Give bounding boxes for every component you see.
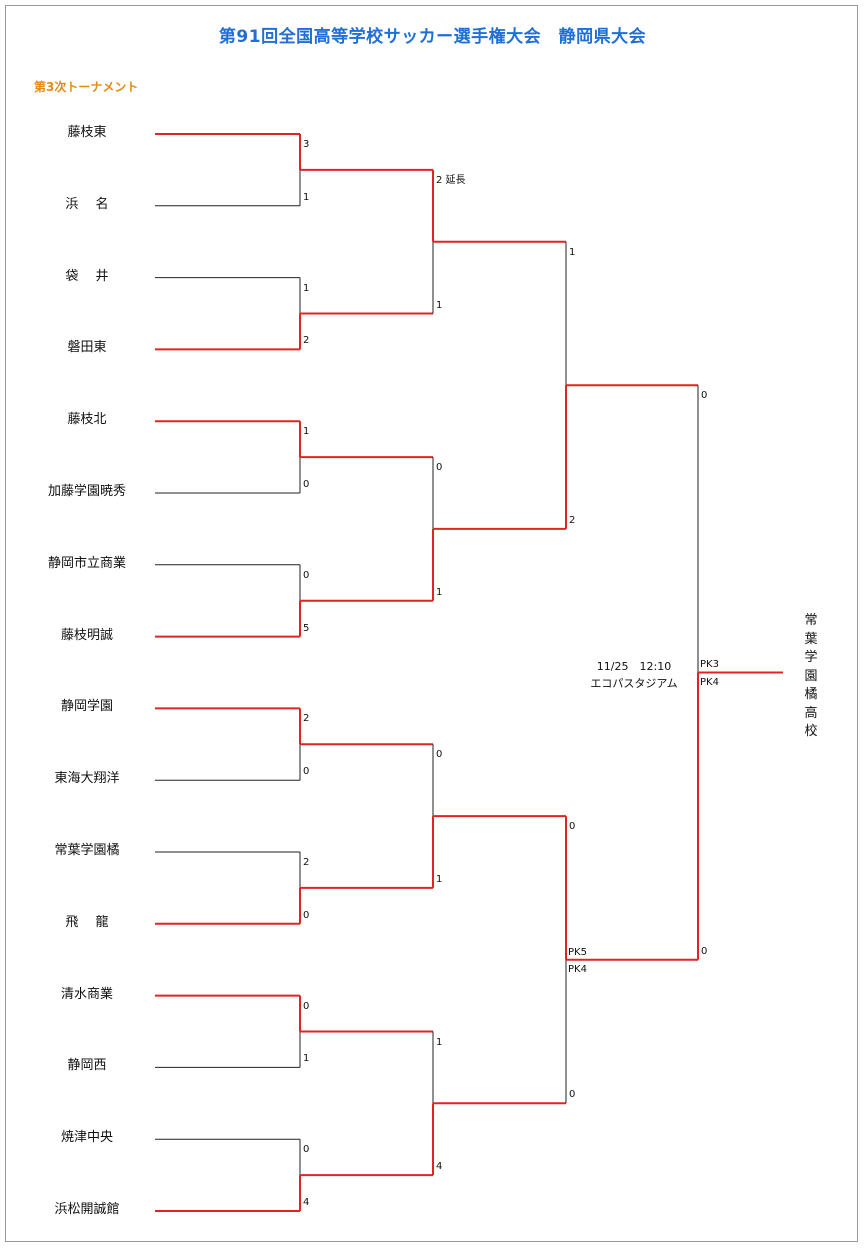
final-score: 0 <box>701 945 708 957</box>
round1-score: 0 <box>303 479 310 490</box>
champion-char: 校 <box>804 724 818 739</box>
team-name: 静岡西 <box>67 1058 107 1074</box>
round1-score: 2 <box>303 335 310 347</box>
round1-score: 2 <box>303 857 310 868</box>
champion-char: 葉 <box>804 631 818 647</box>
final-match-info: 11/25 12:10 エコパスタジアム <box>572 658 696 692</box>
team-name: 常葉学園橘 <box>54 843 120 858</box>
final-pk: PK3 <box>700 658 719 670</box>
team-name: 焼津中央 <box>60 1130 113 1146</box>
round2-score: 1 <box>436 586 443 598</box>
round2-score: 1 <box>436 299 443 311</box>
page-title: 第91回全国高等学校サッカー選手権大会 静岡県大会 <box>218 27 647 47</box>
team-name: 袋 井 <box>65 268 109 284</box>
round1-score: 0 <box>303 909 310 921</box>
champion-char: 常 <box>804 613 818 628</box>
round1-score: 2 <box>303 713 310 725</box>
round1-score: 0 <box>303 1000 310 1012</box>
team-name: 飛 龍 <box>65 914 109 930</box>
team-name: 藤枝明誠 <box>60 627 113 643</box>
round2-score: 2 延長 <box>436 174 466 186</box>
round1-score: 4 <box>303 1197 310 1208</box>
team-name: 静岡学園 <box>60 699 113 715</box>
champion-char: 園 <box>804 668 818 684</box>
team-name: 東海大翔洋 <box>54 771 120 787</box>
final-date-time: 11/25 12:10 <box>596 660 672 673</box>
team-name: 浜 名 <box>65 196 109 212</box>
round1-score: 1 <box>303 426 310 438</box>
semifinal-score: 0 <box>569 1089 576 1101</box>
round1-score: 0 <box>303 1144 310 1156</box>
round2-score: 0 <box>436 749 443 761</box>
champion-char: 高 <box>804 705 818 721</box>
round1-score: 0 <box>303 569 310 581</box>
team-name: 清水商業 <box>60 986 113 1002</box>
champion-name: 常葉学園橘高校 <box>800 612 822 742</box>
round1-score: 5 <box>303 622 310 634</box>
round1-score: 3 <box>303 139 310 150</box>
team-name: 加藤学園暁秀 <box>47 484 126 499</box>
page-frame <box>5 5 858 1242</box>
champion-char: 橘 <box>804 687 818 702</box>
team-name: 藤枝北 <box>67 412 107 428</box>
final-pk: PK4 <box>700 676 719 688</box>
round2-score: 1 <box>436 1036 443 1048</box>
semifinal-score: 2 <box>569 514 576 526</box>
round1-score: 1 <box>303 1053 310 1065</box>
final-venue: エコパスタジアム <box>590 677 678 690</box>
champion-char: 学 <box>804 650 818 665</box>
round1-score: 1 <box>303 191 310 203</box>
round2-score: 1 <box>436 873 443 885</box>
semifinal-score: 0 <box>569 821 576 833</box>
team-name: 浜松開誠館 <box>54 1202 120 1217</box>
round1-score: 1 <box>303 282 310 294</box>
semifinal-pk: PK5 <box>568 946 587 958</box>
final-score: 0 <box>701 390 708 402</box>
round2-score: 4 <box>436 1161 443 1173</box>
semifinal-pk: PK4 <box>568 963 587 975</box>
round1-score: 0 <box>303 766 310 778</box>
team-name: 静岡市立商業 <box>47 555 126 571</box>
round2-score: 0 <box>436 462 443 474</box>
semifinal-score: 1 <box>569 246 576 258</box>
team-name: 磐田東 <box>67 340 107 356</box>
round-label: 第3次トーナメント <box>34 80 139 94</box>
team-name: 藤枝東 <box>67 125 107 140</box>
